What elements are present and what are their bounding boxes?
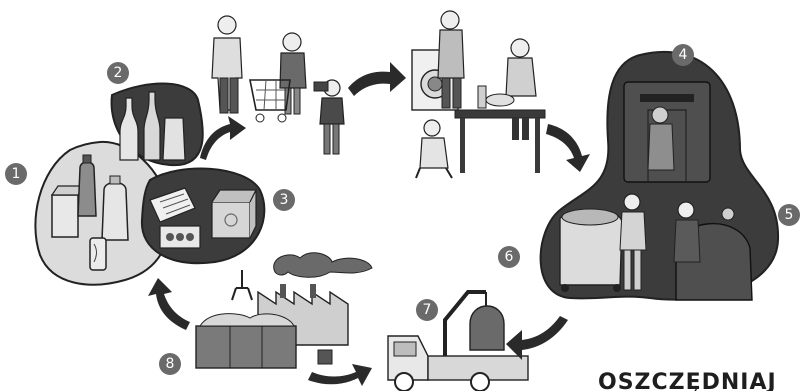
- step-number-3: 3: [280, 192, 289, 208]
- father-head: [217, 15, 237, 35]
- crane-arm-icon: [443, 290, 486, 356]
- recycling-truck-group: [387, 290, 529, 391]
- man-head: [440, 10, 460, 30]
- mother-head: [282, 32, 302, 52]
- arrow-icon: [348, 62, 406, 96]
- arrow-icon: [200, 116, 246, 160]
- table-icon: [454, 109, 546, 119]
- step-badge-7: 7: [416, 299, 438, 321]
- recycling-factory-group: [195, 252, 373, 369]
- arrow-icon: [148, 278, 190, 330]
- shopping-family-group: [211, 15, 345, 155]
- paper-waste-group: [140, 167, 266, 265]
- recycler-woman-head: [677, 201, 695, 219]
- drink-can-icon: [89, 237, 107, 271]
- step-number-1: 1: [12, 166, 21, 182]
- jar-icon: [162, 117, 186, 161]
- step-badge-8: 8: [159, 353, 181, 375]
- step-badge-2: 2: [107, 62, 129, 84]
- arrow-icon: [506, 316, 568, 360]
- step-number-2: 2: [114, 65, 123, 81]
- woman-head: [510, 38, 530, 58]
- glass-waste-group: [110, 82, 204, 167]
- step-badge-6: 6: [498, 246, 520, 268]
- cardboard-box-icon: [211, 201, 251, 239]
- step-badge-5: 5: [778, 204, 800, 226]
- home-sorting-group: [411, 10, 546, 179]
- lifted-container-icon: [469, 305, 505, 351]
- detergent-jug-icon: [101, 181, 129, 241]
- step-number-7: 7: [423, 302, 432, 318]
- juice-carton-icon: [51, 194, 79, 238]
- recycler-man-head: [623, 193, 641, 211]
- collection-point-group: [539, 50, 780, 301]
- shopping-cart-icon: [249, 79, 291, 111]
- plastic-bottle-icon: [77, 161, 97, 217]
- step-badges: 1 2 3 4 5 6 7 8: [5, 44, 800, 375]
- sorted-bales-icon: [195, 325, 297, 369]
- step-badge-3: 3: [273, 189, 295, 211]
- arrow-icon: [308, 364, 372, 386]
- step-number-4: 4: [679, 47, 688, 63]
- factory-smoke-icon: [273, 252, 373, 278]
- step-number-5: 5: [785, 207, 794, 223]
- caption-heading: OSZCZĘDNIAJ: [598, 370, 777, 391]
- packaging-waste-group: [34, 140, 171, 286]
- step-badge-4: 4: [672, 44, 694, 66]
- step-number-6: 6: [505, 249, 514, 265]
- glass-bottle-icon: [119, 97, 139, 161]
- toddler-head: [423, 119, 441, 137]
- step-number-8: 8: [166, 356, 175, 372]
- flow-arrows: [148, 62, 590, 386]
- wine-bottle-icon: [143, 91, 161, 161]
- arrow-icon: [546, 124, 590, 172]
- crane-claw-icon: [231, 270, 253, 301]
- step-badge-1: 1: [5, 163, 27, 185]
